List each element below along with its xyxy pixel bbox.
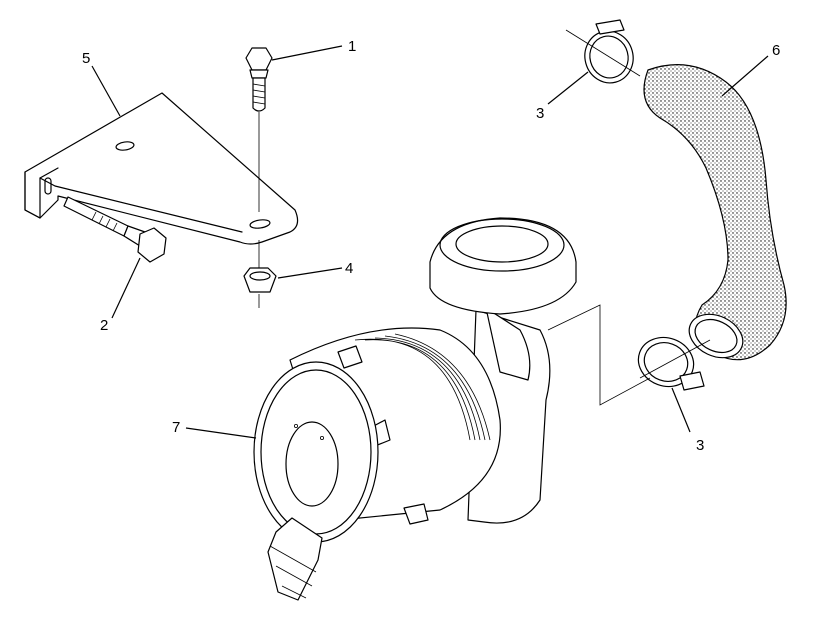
callout-leaders <box>91 45 769 439</box>
hose-clamp-lower <box>637 336 711 391</box>
nut-4 <box>243 240 277 308</box>
callout-7: 7 <box>172 419 180 436</box>
bolt-2 <box>63 196 167 263</box>
callout-3-upper: 3 <box>536 105 544 122</box>
connection-guide-line <box>547 304 651 406</box>
callout-5: 5 <box>82 50 90 67</box>
hose-6 <box>643 64 787 361</box>
callout-1: 1 <box>348 38 356 55</box>
air-cleaner-7 <box>253 217 577 601</box>
mounting-bracket <box>24 92 299 245</box>
callout-2: 2 <box>100 317 108 334</box>
callout-6: 6 <box>772 42 780 59</box>
bolt-1 <box>245 47 273 212</box>
callout-4: 4 <box>345 260 353 277</box>
callout-3-lower: 3 <box>696 437 704 454</box>
hose-clamp-upper <box>565 19 641 84</box>
